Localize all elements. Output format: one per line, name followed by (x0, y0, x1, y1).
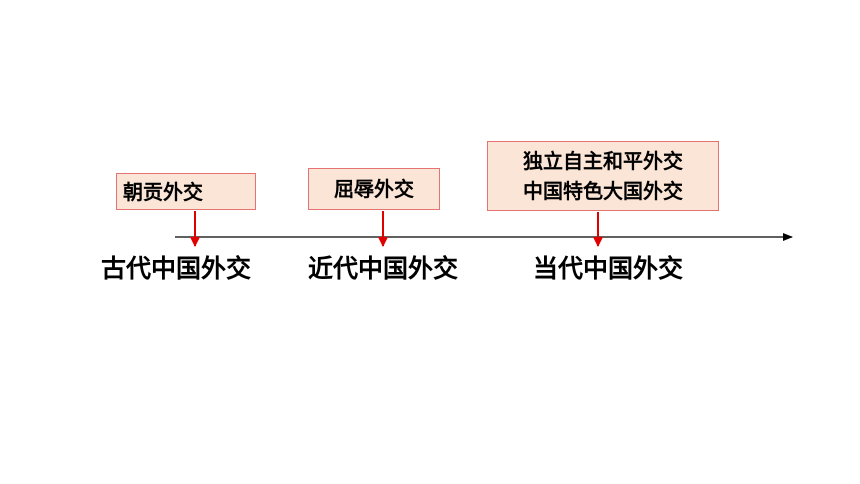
era-label-ancient: 古代中国外交 (101, 254, 252, 283)
event-box-contemporary-diplomacy: 独立自主和平外交 中国特色大国外交 (487, 141, 719, 211)
era-label-modern: 近代中国外交 (308, 254, 459, 283)
event-box-tribute-diplomacy: 朝贡外交 (116, 173, 256, 210)
event-box-label-line-1: 独立自主和平外交 (523, 149, 683, 173)
event-box-label-line-2: 中国特色大国外交 (523, 179, 683, 203)
era-label-contemporary: 当代中国外交 (533, 254, 684, 283)
event-box-humiliating-diplomacy: 屈辱外交 (308, 168, 440, 210)
event-box-label: 朝贡外交 (123, 179, 203, 204)
event-box-label: 屈辱外交 (334, 177, 414, 201)
